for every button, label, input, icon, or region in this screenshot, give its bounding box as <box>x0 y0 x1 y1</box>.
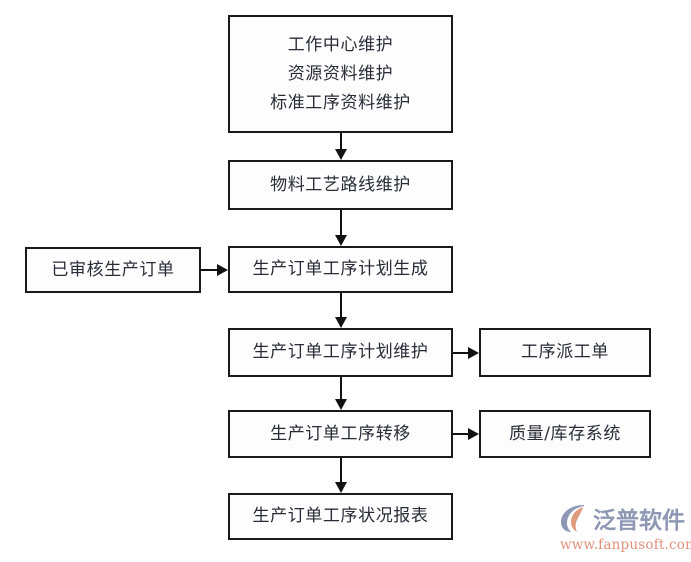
arrow-head-right-icon <box>468 347 479 359</box>
node-basic-data-line-1: 工作中心维护 <box>287 34 394 55</box>
arrow-operation-transfer-to-quality-inventory <box>453 426 479 442</box>
arrow-approved-order-to-op-plan-generation <box>201 262 228 278</box>
node-status-report-label: 生产订单工序状况报表 <box>252 506 429 526</box>
node-dispatch-label: 工序派工单 <box>521 342 609 362</box>
watermark-logo: 泛普软件 www.fanpusoft.com <box>558 500 691 556</box>
arrow-stem <box>340 293 342 317</box>
arrow-stem <box>340 210 342 235</box>
arrow-stem <box>340 377 342 399</box>
arrow-stem <box>340 458 342 482</box>
node-qc-inv-label: 质量/库存系统 <box>509 423 621 444</box>
node-approved-mo-label: 已审核生产订单 <box>51 259 175 280</box>
arrow-op-plan-generation-to-maintenance <box>333 293 349 328</box>
arrow-routing-to-op-plan-generation <box>333 210 349 246</box>
arrow-stem <box>340 133 342 149</box>
node-operation-plan-generation[interactable]: 生产订单工序计划生成 <box>228 246 453 293</box>
arrow-stem <box>201 269 217 271</box>
node-operation-dispatch-order[interactable]: 工序派工单 <box>479 328 651 377</box>
arrow-head-down-icon <box>335 399 347 410</box>
fanpu-logo-icon <box>561 505 584 532</box>
node-quality-inventory-system[interactable]: 质量/库存系统 <box>479 410 651 458</box>
node-approved-production-order[interactable]: 已审核生产订单 <box>25 247 201 293</box>
node-routing-label: 物料工艺路线维护 <box>270 174 411 195</box>
watermark-brand-row: 泛普软件 <box>558 500 691 536</box>
node-op-plan-maint-label: 生产订单工序计划维护 <box>252 342 429 362</box>
arrow-basic-data-to-routing <box>333 133 349 160</box>
node-operation-transfer[interactable]: 生产订单工序转移 <box>228 410 453 458</box>
arrow-stem <box>453 433 468 435</box>
arrow-head-down-icon <box>335 149 347 160</box>
arrow-head-right-icon <box>217 264 228 276</box>
arrow-operation-transfer-to-status-report <box>333 458 349 493</box>
node-basic-data-maintenance[interactable]: 工作中心维护 资源资料维护 标准工序资料维护 <box>228 15 453 133</box>
node-operation-plan-maintenance[interactable]: 生产订单工序计划维护 <box>228 328 453 377</box>
arrow-head-down-icon <box>335 235 347 246</box>
node-operation-status-report[interactable]: 生产订单工序状况报表 <box>228 493 453 540</box>
arrow-head-down-icon <box>335 482 347 493</box>
arrow-head-right-icon <box>468 428 479 440</box>
arrow-stem <box>453 352 468 354</box>
arrow-op-plan-maintenance-to-dispatch-order <box>453 345 479 361</box>
node-basic-data-line-2: 资源资料维护 <box>287 63 394 84</box>
node-op-plan-gen-label: 生产订单工序计划生成 <box>252 259 429 279</box>
watermark-brand-text: 泛普软件 <box>593 508 685 534</box>
watermark-url-text: www.fanpusoft.com <box>560 537 691 553</box>
node-op-transfer-label: 生产订单工序转移 <box>270 423 411 444</box>
arrow-op-plan-maintenance-to-transfer <box>333 377 349 410</box>
node-basic-data-line-3: 标准工序资料维护 <box>270 92 411 113</box>
node-material-routing-maintenance[interactable]: 物料工艺路线维护 <box>228 160 453 210</box>
arrow-head-down-icon <box>335 317 347 328</box>
